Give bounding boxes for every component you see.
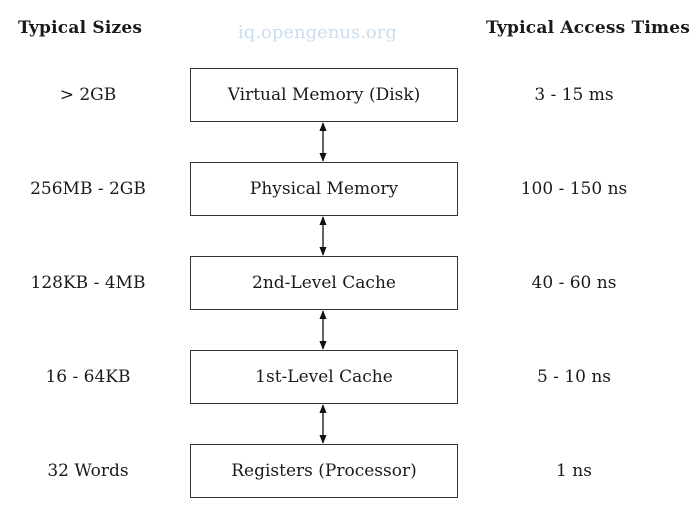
level-size: 32 Words: [47, 461, 129, 481]
level-box: Physical Memory: [190, 162, 458, 216]
level-size: 256MB - 2GB: [30, 179, 146, 199]
level-size: 16 - 64KB: [45, 367, 131, 387]
level-row-virtual-memory: > 2GB Virtual Memory (Disk) 3 - 15 ms: [0, 68, 700, 122]
level-box: 1st-Level Cache: [190, 350, 458, 404]
level-size: > 2GB: [59, 85, 117, 105]
level-box: 2nd-Level Cache: [190, 256, 458, 310]
level-row-registers: 32 Words Registers (Processor) 1 ns: [0, 444, 700, 498]
times-header: Typical Access Times: [486, 18, 690, 38]
level-time: 5 - 10 ns: [536, 367, 612, 387]
level-time: 100 - 150 ns: [520, 179, 628, 199]
sizes-header: Typical Sizes: [18, 18, 143, 38]
level-row-l1-cache: 16 - 64KB 1st-Level Cache 5 - 10 ns: [0, 350, 700, 404]
level-time: 3 - 15 ms: [534, 85, 614, 105]
level-box: Virtual Memory (Disk): [190, 68, 458, 122]
watermark: iq.opengenus.org: [238, 22, 397, 43]
level-size: 128KB - 4MB: [30, 273, 146, 293]
level-box: Registers (Processor): [190, 444, 458, 498]
level-time: 1 ns: [556, 461, 592, 481]
level-time: 40 - 60 ns: [531, 273, 617, 293]
level-row-l2-cache: 128KB - 4MB 2nd-Level Cache 40 - 60 ns: [0, 256, 700, 310]
level-row-physical-memory: 256MB - 2GB Physical Memory 100 - 150 ns: [0, 162, 700, 216]
